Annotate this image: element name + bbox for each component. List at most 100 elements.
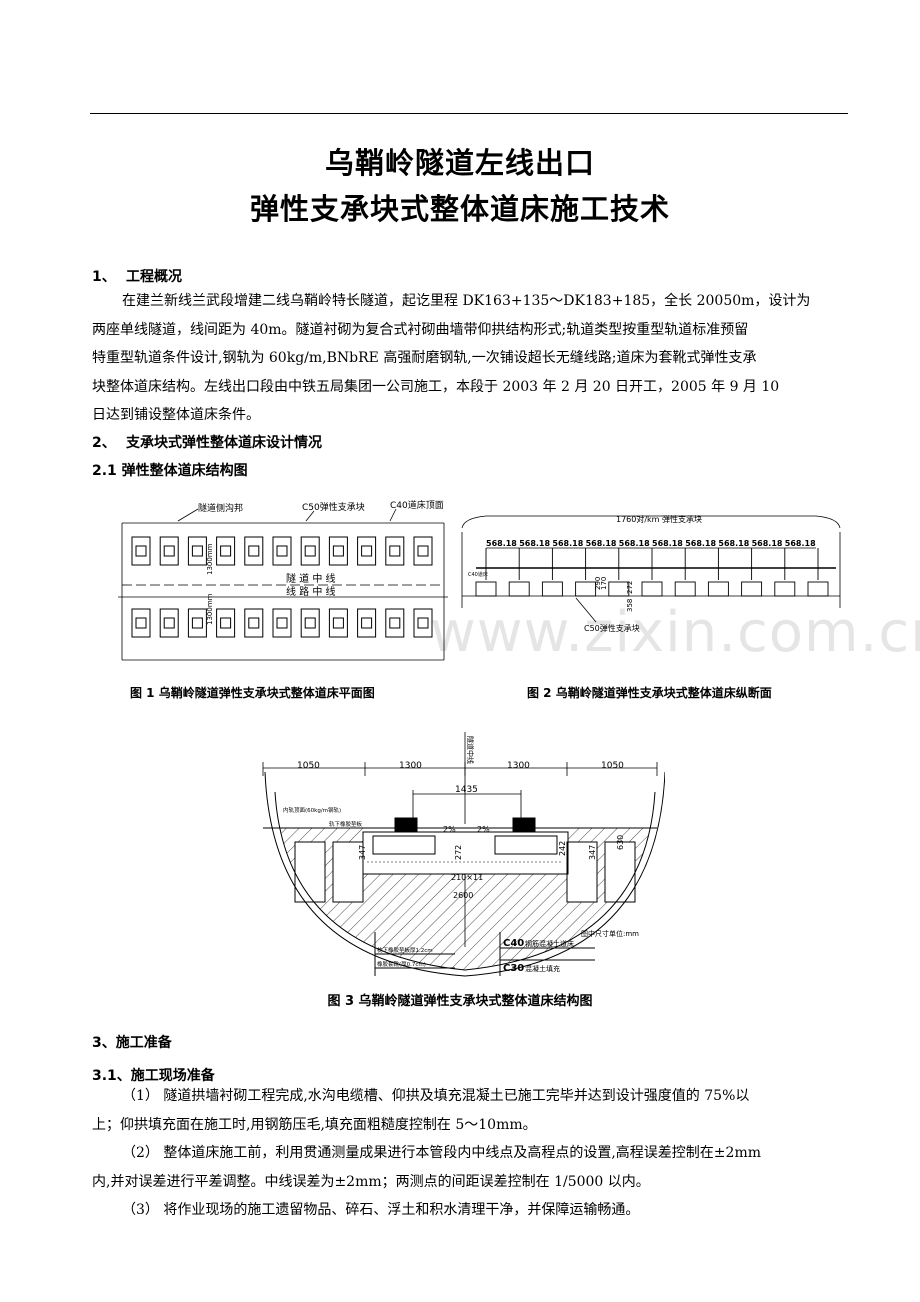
figure3-caption: 图 3 乌鞘岭隧道弹性支承块式整体道床结构图 (327, 994, 593, 1009)
fig1-support-block-core (248, 617, 260, 629)
fig3-dim-1: 1050 (297, 761, 320, 771)
fig1-support-block (159, 608, 179, 638)
section1-line: 日达到铺设整体道床条件。 (92, 407, 260, 423)
fig3-c30-grade: C30 (503, 963, 524, 974)
header-rule (90, 113, 848, 114)
fig1-support-block-core (389, 617, 401, 629)
watermark: www.zixin.com.cn (430, 600, 920, 665)
fig1-support-block (357, 608, 377, 638)
fig2-support-block (475, 581, 497, 597)
fig2-support-block (707, 581, 729, 597)
fig2-label-top: 1760对/km 弹性支承块 (616, 514, 702, 524)
fig1-support-block (300, 536, 320, 566)
fig1-support-block (216, 608, 236, 638)
fig3-vertical-label: 隧道中线 (466, 736, 475, 764)
fig2-support-block (674, 581, 696, 597)
fig1-support-block-core (276, 617, 288, 629)
fig2-spacing-label: 568.18 (519, 539, 550, 548)
figure2-caption: 图 2 乌鞘岭隧道弹性支承块式整体道床纵断面 (527, 686, 772, 700)
section3-line: （2） 整体道床施工前，利用贯通测量成果进行本管段内中线点及高程点的设置,高程误… (122, 1145, 761, 1161)
fig1-support-block (413, 536, 433, 566)
fig1-support-block-core (417, 617, 429, 629)
fig1-support-block (131, 536, 151, 566)
fig1-support-block (357, 536, 377, 566)
section3-line: （1） 隧道拱墙衬砌工程完成,水沟电缆槽、仰拱及填充混凝土已施工完毕并达到设计强… (122, 1088, 750, 1104)
fig2-spacing-label: 568.18 (586, 539, 617, 548)
fig3-dim-mid-left: 272 (454, 845, 463, 860)
fig3-bottom-dim1: 210×11 (451, 873, 483, 882)
section3-subheading: 3.1、施工现场准备 (92, 1068, 215, 1084)
fig2-dim-d: 358 (626, 599, 634, 612)
fig1-dim-top: 1300mm (206, 543, 214, 575)
fig2-support-block (575, 581, 597, 597)
figure1-caption: 图 1 乌鞘岭隧道弹性支承块式整体道床平面图 (130, 686, 375, 700)
fig3-label-sub1: 枕下橡胶垫板厚1.2cm (377, 946, 433, 954)
fig1-label-bed: C40道床顶面 (390, 499, 444, 511)
fig1-label-block: C50弹性支承块 (302, 501, 365, 513)
fig2-spacing-label: 568.18 (552, 539, 583, 548)
fig2-spacing-label: 568.18 (619, 539, 650, 548)
fig3-dim-right: 347 (588, 845, 597, 860)
section3-line: 内,并对误差进行平差调整。中线误差为±2mm；两测点的间距误差控制在 1/500… (92, 1173, 650, 1190)
fig2-label-left: C40道床 (468, 571, 488, 578)
fig2-dim-a: 290 (594, 577, 602, 590)
fig1-support-block-core (332, 617, 344, 629)
section3-line: （3） 将作业现场的施工遗留物品、碎石、浮土和积水清理干净，并保障运输畅通。 (122, 1202, 640, 1218)
fig2-dim-b: 170 (600, 577, 608, 590)
section3-line: 上；仰拱填充面在施工时,用钢筋压毛,填充面粗糙度控制在 5～10mm。 (92, 1116, 537, 1133)
section1-body: 在建兰新线兰武段增建二线乌鞘岭特长隧道，起讫里程 DK163+135～DK183… (92, 287, 850, 430)
fig2-support-block (541, 581, 563, 597)
fig1-support-block-core (389, 545, 401, 557)
fig1-support-block-core (417, 545, 429, 557)
fig1-support-block-core (276, 545, 288, 557)
section2-subheading: 2.1 弹性整体道床结构图 (92, 463, 248, 479)
fig3-slope-left: 2% (443, 825, 456, 834)
section1-line: 在建兰新线兰武段增建二线乌鞘岭特长隧道，起讫里程 DK163+135～DK183… (122, 293, 811, 309)
fig3-label-sub2: 橡胶套靴(厚0.7cm) (377, 960, 426, 968)
fig1-support-block-core (191, 617, 203, 629)
fig2-spacing-label: 568.18 (718, 539, 749, 548)
fig2-dim-c: 272 (626, 581, 634, 594)
fig3-label-pad: 轨下橡胶垫板 (329, 820, 363, 828)
fig1-support-block-core (248, 545, 260, 557)
fig1-support-block (328, 608, 348, 638)
fig1-support-block-core (361, 545, 373, 557)
fig2-spacing-label: 568.18 (486, 539, 517, 548)
fig1-support-block (131, 608, 151, 638)
fig1-support-block (159, 536, 179, 566)
section1-number: 1、 (92, 269, 116, 285)
section2-number: 2、 (92, 435, 116, 451)
fig1-support-block (244, 608, 264, 638)
fig1-support-block-core (304, 545, 316, 557)
fig1-support-block-core (304, 617, 316, 629)
fig1-label-ditch: 隧道侧沟邦 (198, 502, 243, 514)
fig2-spacing-label: 568.18 (785, 539, 816, 548)
fig1-support-block-core (332, 545, 344, 557)
fig3-c30-desc: 混凝土填充 (525, 964, 560, 973)
fig1-label-tunnel-center: 隧 道 中 线 (286, 572, 336, 585)
fig1-support-block (385, 608, 405, 638)
figure3-structure-drawing: 1050 1300 1300 1050 1435 隧道中线 内轨顶面(60kg/… (262, 732, 665, 977)
section1-line: 块整体道床结构。左线出口段由中铁五局集团一公司施工，本段于 2003 年 2 月… (92, 378, 780, 395)
fig2-spacing-label: 568.18 (652, 539, 683, 548)
fig1-support-block-core (135, 545, 147, 557)
fig3-c40-desc: 钢筋混凝土道床 (525, 939, 574, 948)
fig2-support-block (807, 581, 829, 597)
section2-title: 支承块式弹性整体道床设计情况 (126, 435, 322, 451)
fig3-dim-3: 1300 (507, 761, 530, 771)
fig3-dim-2: 1300 (399, 761, 422, 771)
fig1-dim-bottom: 1300mm (206, 593, 214, 625)
fig3-c40-grade: C40 (503, 938, 524, 949)
fig1-support-block (272, 608, 292, 638)
fig1-support-block (328, 536, 348, 566)
fig1-support-block-core (191, 545, 203, 557)
fig2-support-block (608, 581, 630, 597)
fig1-support-block (244, 536, 264, 566)
section2-heading: 2、支承块式弹性整体道床设计情况 (92, 432, 322, 452)
fig1-support-block (216, 536, 236, 566)
fig1-support-block-core (361, 617, 373, 629)
fig3-gauge: 1435 (455, 785, 478, 795)
fig2-support-block (741, 581, 763, 597)
section1-heading: 1、工程概况 (92, 266, 182, 286)
